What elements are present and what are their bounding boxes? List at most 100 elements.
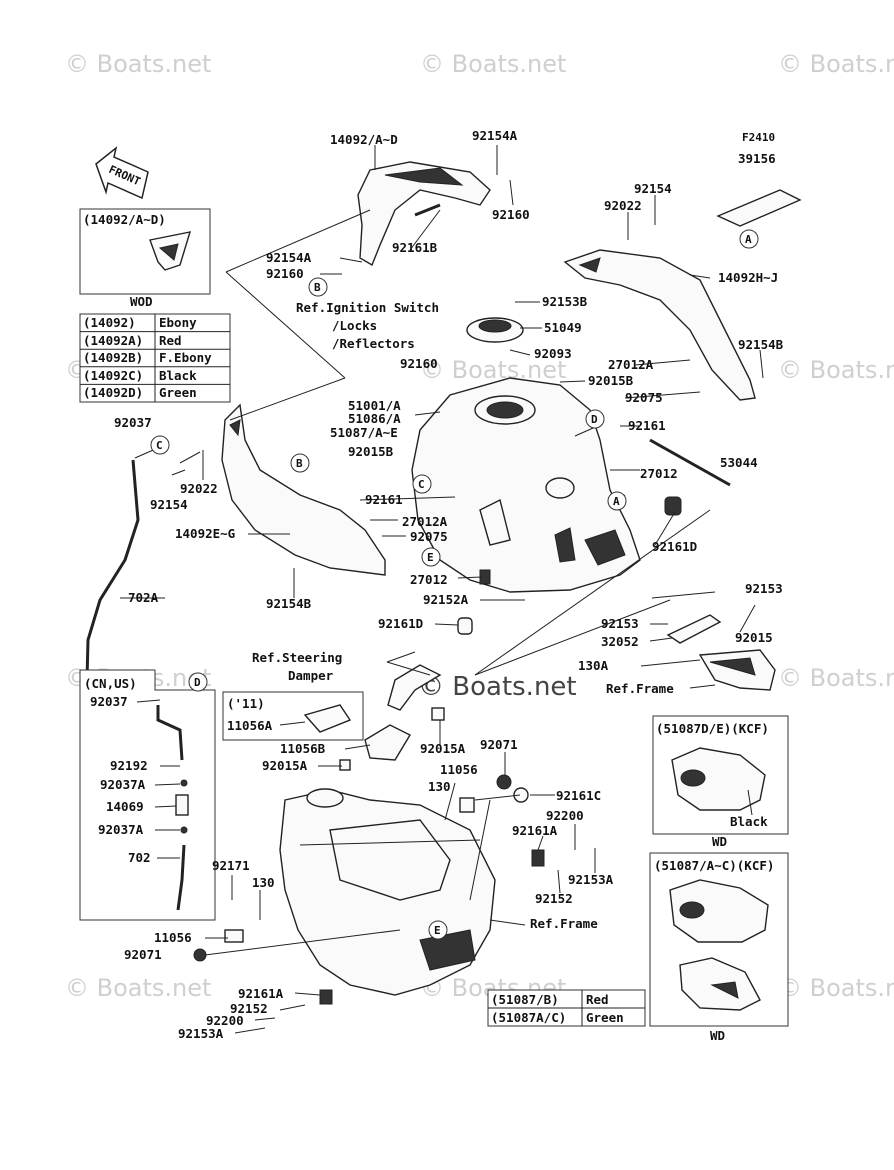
watermark: © Boats.net bbox=[420, 50, 566, 78]
inset-kcf-de-color: Black bbox=[730, 814, 768, 829]
inset-wod: (14092/A~D) WOD bbox=[79, 208, 211, 309]
color-table-14092: (14092) Ebony (14092A) Red (14092B) F.Eb… bbox=[79, 313, 231, 403]
part-label: 92022 bbox=[604, 198, 642, 213]
callout-a: A bbox=[613, 495, 620, 508]
damper-part bbox=[387, 664, 442, 711]
part-label: 92037 bbox=[90, 694, 128, 709]
part-label: 92192 bbox=[110, 758, 148, 773]
part-label: 51087/A~E bbox=[330, 425, 398, 440]
callout-d: D bbox=[194, 676, 201, 689]
rod-part bbox=[649, 438, 731, 487]
part-label: 92154B bbox=[738, 337, 784, 352]
part-label: 92200 bbox=[206, 1013, 244, 1028]
frame-part bbox=[279, 788, 496, 996]
ref-frame: Ref.Frame bbox=[606, 681, 674, 696]
watermark: © Boats.net bbox=[65, 974, 211, 1002]
bush-part bbox=[531, 849, 545, 867]
ref-ignition: /Locks bbox=[332, 318, 377, 333]
part-label: 92015B bbox=[588, 373, 634, 388]
nut-part bbox=[193, 948, 207, 962]
bracket-part bbox=[666, 614, 722, 644]
part-label: 92093 bbox=[534, 346, 572, 361]
inset-wod-title: (14092/A~D) bbox=[83, 212, 166, 227]
callout-b: B bbox=[296, 457, 303, 470]
bush-part bbox=[224, 929, 244, 943]
table-color: Green bbox=[159, 385, 197, 400]
part-label: 27012 bbox=[410, 572, 448, 587]
part-label: 130A bbox=[578, 658, 609, 673]
part-label: 51001/A bbox=[348, 398, 401, 413]
callout-d: D bbox=[591, 413, 598, 426]
callout-e: E bbox=[434, 924, 441, 937]
callout-markers: A A B B C C D D E E bbox=[150, 229, 759, 940]
part-label: 92161B bbox=[392, 240, 438, 255]
watermark: © Boats.net bbox=[778, 974, 894, 1002]
part-label: 702A bbox=[128, 590, 159, 605]
part-label: 92152 bbox=[230, 1001, 268, 1016]
part-label: 39156 bbox=[738, 151, 776, 166]
part-label: 27012A bbox=[402, 514, 448, 529]
table-code: (51087A/C) bbox=[491, 1010, 566, 1025]
part-label: 27012A bbox=[608, 357, 654, 372]
ref-ignition: Ref.Ignition Switch bbox=[296, 300, 439, 315]
part-label: 92154 bbox=[150, 497, 188, 512]
part-label: 92153B bbox=[542, 294, 588, 309]
part-label: 14092E~G bbox=[175, 526, 235, 541]
part-label: 92015A bbox=[262, 758, 308, 773]
table-code: (51087/B) bbox=[491, 992, 559, 1007]
part-label: 51086/A bbox=[348, 411, 401, 426]
part-label: 11056 bbox=[440, 762, 478, 777]
part-label: 130 bbox=[252, 875, 275, 890]
part-label: 11056B bbox=[280, 741, 326, 756]
part-label: 92160 bbox=[266, 266, 304, 281]
part-label: 92075 bbox=[625, 390, 663, 405]
inset-kcf-ac-caption: WD bbox=[710, 1028, 725, 1043]
nut-part bbox=[496, 774, 512, 790]
part-label: 92037 bbox=[114, 415, 152, 430]
part-label: 53044 bbox=[720, 455, 758, 470]
bush-part bbox=[664, 496, 682, 516]
part-label: 92153A bbox=[568, 872, 614, 887]
part-label: 14069 bbox=[106, 799, 144, 814]
fuel-tank-part bbox=[411, 377, 641, 593]
part-label: 92075 bbox=[410, 529, 448, 544]
watermark: © Boats.net bbox=[778, 664, 894, 692]
part-label: 92071 bbox=[124, 947, 162, 962]
callout-c: C bbox=[156, 439, 163, 452]
part-label: 32052 bbox=[601, 634, 639, 649]
inset-2011-part: 11056A bbox=[227, 718, 273, 733]
part-label: 92022 bbox=[180, 481, 218, 496]
inset-kcf-de: (51087D/E)(KCF) Black WD bbox=[652, 715, 789, 849]
watermark: © Boats.net bbox=[420, 356, 566, 384]
collar-part bbox=[513, 787, 529, 803]
inset-kcf-de-caption: WD bbox=[712, 834, 727, 849]
part-label: 92161 bbox=[365, 492, 403, 507]
part-label: 92161C bbox=[556, 788, 601, 803]
leader-lines bbox=[120, 145, 764, 1034]
bush-part bbox=[319, 989, 333, 1005]
part-label: 92015B bbox=[348, 444, 394, 459]
part-label: 92154B bbox=[266, 596, 312, 611]
part-label: 27012 bbox=[640, 466, 678, 481]
table-code: (14092) bbox=[83, 315, 136, 330]
damper-bracket-part bbox=[364, 724, 411, 761]
inset-kcf-ac: (51087/A~C)(KCF) WD bbox=[649, 852, 789, 1043]
part-label: 92152 bbox=[535, 891, 573, 906]
inset-kcf-ac-title: (51087/A~C)(KCF) bbox=[654, 858, 774, 873]
part-label: 92171 bbox=[212, 858, 250, 873]
pad-part bbox=[716, 189, 802, 227]
table-code: (14092A) bbox=[83, 333, 143, 348]
part-label: 92015 bbox=[735, 630, 773, 645]
part-label: 92160 bbox=[492, 207, 530, 222]
table-code: (14092B) bbox=[83, 350, 143, 365]
table-code: (14092C) bbox=[83, 368, 143, 383]
part-label: 92161A bbox=[512, 823, 558, 838]
inset-cn-us-title: (CN,US) bbox=[84, 676, 137, 691]
part-label: 92154 bbox=[634, 181, 672, 196]
part-label: 702 bbox=[128, 850, 151, 865]
inset-wod-caption: WOD bbox=[130, 294, 153, 309]
callout-e: E bbox=[427, 551, 434, 564]
part-label: 92152A bbox=[423, 592, 469, 607]
callout-c: C bbox=[418, 478, 425, 491]
